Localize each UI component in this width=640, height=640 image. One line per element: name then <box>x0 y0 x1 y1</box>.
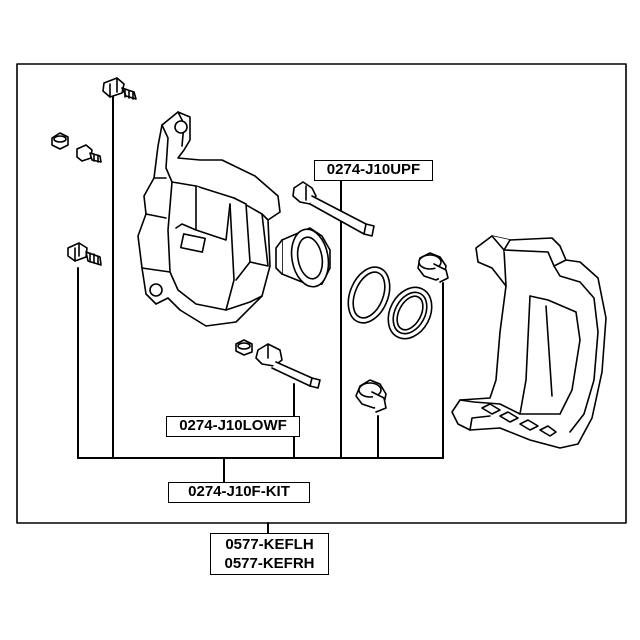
piston-seal <box>347 266 391 324</box>
lower-pin-washer <box>235 339 253 356</box>
label-caliper-assembly: 0577-KEFLH 0577-KEFRH <box>210 533 329 575</box>
caliper-bracket <box>451 235 607 449</box>
caliper-housing <box>137 111 281 327</box>
leader-lines <box>77 96 444 534</box>
caliper-piston <box>275 227 331 288</box>
outer-frame <box>16 63 627 524</box>
label-caliper-right: 0577-KEFRH <box>224 555 315 572</box>
label-caliper-left: 0577-KEFLH <box>225 536 314 553</box>
upper-guide-pin <box>292 181 375 237</box>
caliper-bolt-upper <box>102 77 137 100</box>
dust-boot <box>387 286 433 340</box>
label-repair-kit: 0274-J10F-KIT <box>168 482 310 503</box>
upper-pin-boot <box>417 252 449 283</box>
label-lower-guide-pin: 0274-J10LOWF <box>166 416 300 437</box>
label-upper-guide-pin: 0274-J10UPF <box>314 160 433 181</box>
lower-pin-boot <box>355 379 387 413</box>
bleeder-cap <box>51 132 69 150</box>
bleeder-screw <box>76 144 102 163</box>
caliper-bolt-lower <box>67 242 102 266</box>
lower-guide-pin <box>255 343 321 389</box>
